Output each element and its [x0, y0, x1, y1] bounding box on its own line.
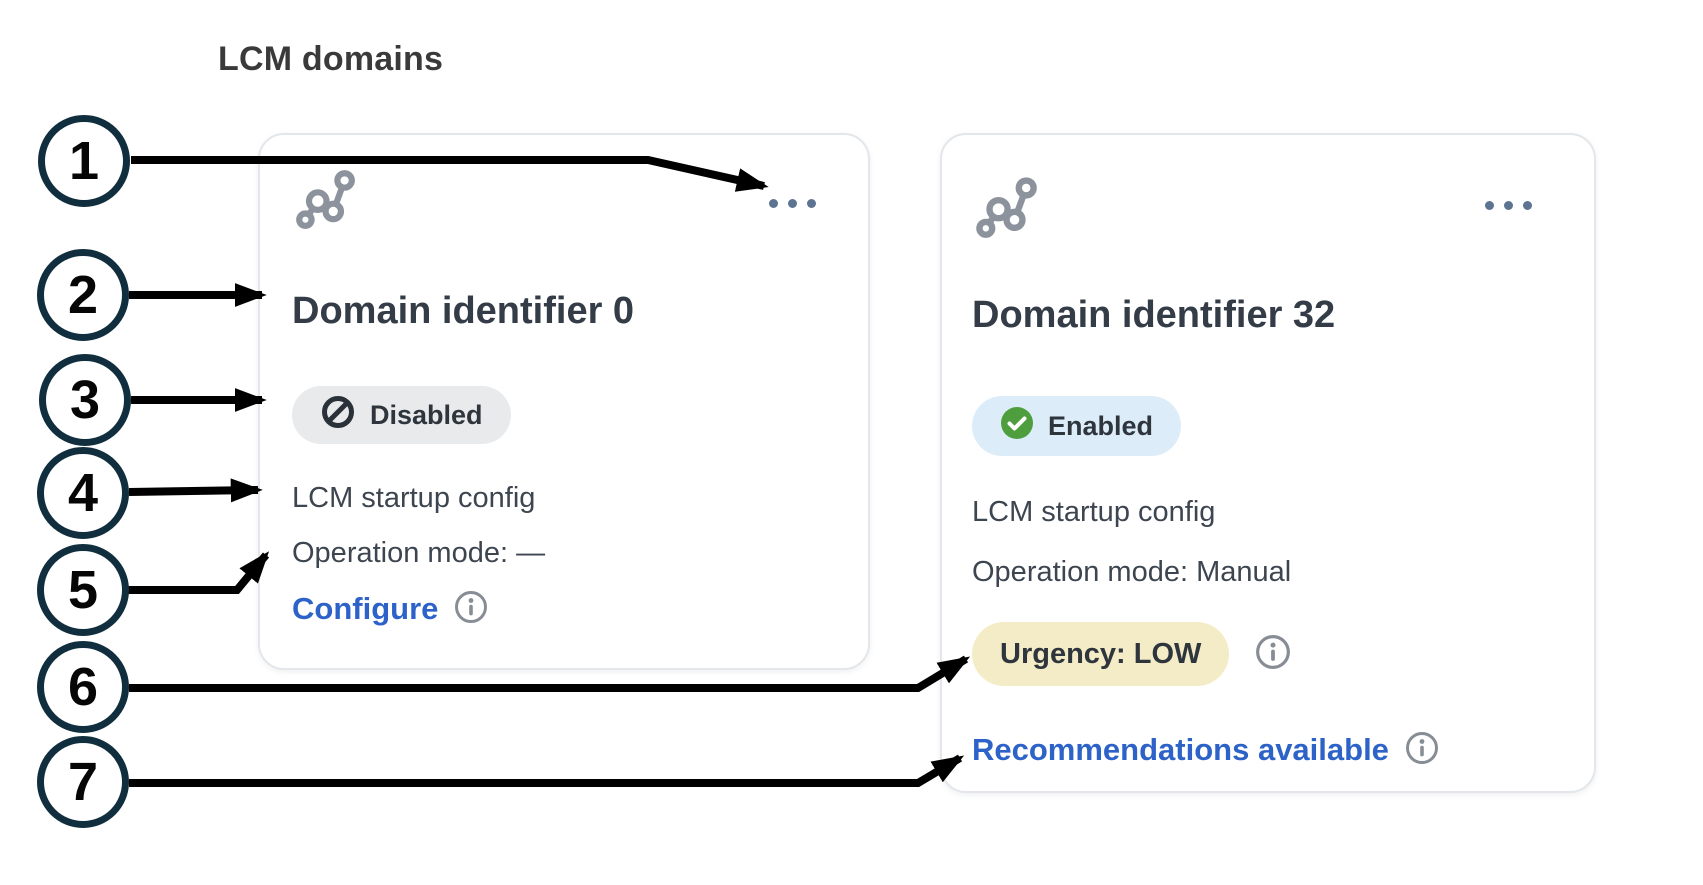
operation-mode-label: Operation mode: — [292, 537, 546, 569]
info-icon[interactable] [1255, 634, 1291, 675]
callout-7: 7 [37, 736, 129, 828]
check-circle-icon [1000, 406, 1034, 447]
callout-2: 2 [37, 249, 129, 341]
callout-3: 3 [39, 354, 131, 446]
card-menu-ellipsis-icon[interactable] [769, 199, 816, 208]
urgency-badge-label: Urgency: LOW [1000, 637, 1202, 670]
operation-mode-label: Operation mode: Manual [972, 556, 1292, 588]
arrow-7 [129, 754, 965, 787]
network-nodes-icon [292, 165, 832, 236]
callout-6: 6 [37, 641, 129, 733]
startup-config-label: LCM startup config [292, 482, 536, 514]
domain-card-32: Domain identifier 32 Enabled LCM startup… [940, 133, 1596, 793]
callout-4: 4 [37, 447, 129, 539]
info-icon[interactable] [1405, 731, 1439, 770]
domain-card-title: Domain identifier 0 [292, 290, 635, 332]
callout-1: 1 [38, 115, 130, 207]
arrow-4 [128, 478, 263, 503]
status-badge-enabled: Enabled [972, 396, 1182, 456]
status-badge-label: Enabled [1048, 410, 1154, 441]
urgency-badge: Urgency: LOW [972, 622, 1230, 686]
callout-5: 5 [37, 544, 129, 636]
domain-card-title: Domain identifier 32 [972, 294, 1336, 336]
page-title: LCM domains [218, 40, 444, 78]
configure-link[interactable]: Configure [292, 591, 439, 626]
domain-card-0: Domain identifier 0 Disabled LCM startup… [258, 133, 870, 670]
network-nodes-icon [972, 172, 1558, 245]
card-menu-ellipsis-icon[interactable] [1485, 201, 1532, 210]
arrow-5 [127, 551, 270, 594]
recommendations-link[interactable]: Recommendations available [972, 732, 1389, 767]
status-badge-label: Disabled [370, 399, 483, 430]
info-icon[interactable] [454, 590, 488, 629]
status-badge-disabled: Disabled [292, 386, 511, 444]
startup-config-label: LCM startup config [972, 496, 1216, 528]
no-entry-icon [320, 394, 356, 437]
